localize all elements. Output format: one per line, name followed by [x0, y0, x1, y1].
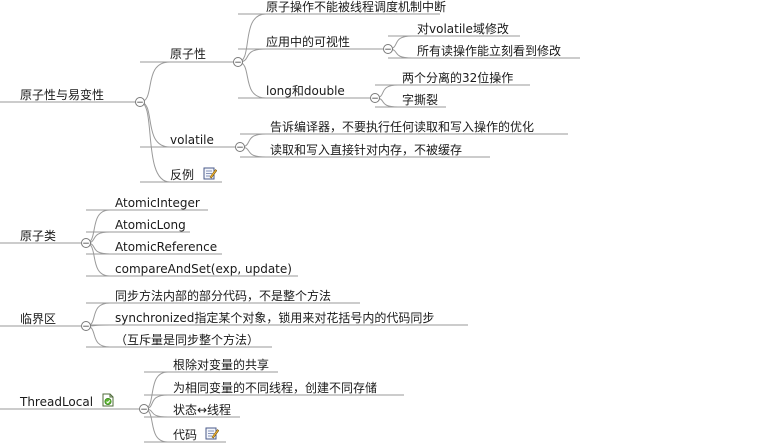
collapse-toggle[interactable]: −	[370, 93, 380, 105]
node-reads-see-modification[interactable]: 所有读操作能立刻看到修改	[417, 44, 562, 58]
node-code[interactable]: 代码	[173, 428, 198, 442]
node-atomicity[interactable]: 原子性	[170, 47, 207, 61]
collapse-toggle[interactable]: −	[139, 404, 149, 416]
connector-curve	[143, 371, 169, 410]
collapse-toggle[interactable]: −	[81, 238, 91, 250]
collapse-toggle[interactable]: −	[235, 142, 245, 154]
node-atomic-classes[interactable]: 原子类	[20, 229, 57, 243]
connector-curve	[139, 61, 171, 103]
svg-text:−: −	[371, 94, 379, 104]
svg-text:−: −	[82, 322, 90, 332]
node-compare-and-set[interactable]: compareAndSet(exp, update)	[115, 262, 292, 276]
collapse-toggle[interactable]: −	[233, 57, 243, 69]
node-atomic-integer[interactable]: AtomicInteger	[115, 196, 200, 210]
node-atomic-reference[interactable]: AtomicReference	[115, 240, 218, 254]
node-visibility[interactable]: 应用中的可视性	[266, 35, 351, 49]
node-long-double[interactable]: long和double	[266, 84, 345, 98]
node-separate-storage[interactable]: 为相同变量的不同线程，创建不同存储	[173, 381, 378, 395]
node-two-32bit-ops[interactable]: 两个分离的32位操作	[402, 71, 514, 85]
collapse-toggle[interactable]: −	[81, 321, 91, 333]
note-pencil-icon[interactable]	[205, 426, 219, 440]
node-word-tearing[interactable]: 字撕裂	[402, 93, 439, 107]
node-atomicity-volatility[interactable]: 原子性与易变性	[20, 88, 105, 102]
node-atomic-long[interactable]: AtomicLong	[115, 218, 186, 232]
node-mutex-whole-method[interactable]: （互斥量是同步整个方法）	[115, 333, 260, 347]
svg-text:−: −	[234, 58, 242, 68]
attachment-icon[interactable]	[101, 393, 115, 407]
connector-curve	[139, 101, 171, 183]
node-volatile-memory[interactable]: 读取和写入直接针对内存，不被缓存	[270, 143, 463, 157]
note-pencil-icon[interactable]	[203, 166, 217, 180]
svg-text:−: −	[140, 405, 148, 415]
svg-text:−: −	[82, 239, 90, 249]
node-partial-code[interactable]: 同步方法内部的部分代码，不是整个方法	[115, 289, 332, 303]
node-volatile[interactable]: volatile	[170, 133, 214, 147]
node-counter-example[interactable]: 反例	[170, 168, 195, 182]
connector-curve	[139, 101, 171, 148]
svg-text:−: −	[384, 45, 392, 55]
node-atomic-operation[interactable]: 原子操作不能被线程调度机制中断	[266, 0, 447, 14]
node-volatile-compiler[interactable]: 告诉编译器，不要执行任何读取和写入操作的优化	[270, 120, 535, 134]
svg-text:−: −	[136, 98, 144, 108]
node-state-thread[interactable]: 状态↔线程	[173, 403, 232, 417]
connector-curve	[237, 13, 267, 63]
connector-curve	[237, 61, 267, 99]
svg-text:−: −	[236, 143, 244, 153]
node-volatile-field-modify[interactable]: 对volatile域修改	[417, 22, 509, 36]
node-eliminate-sharing[interactable]: 根除对变量的共享	[173, 358, 270, 372]
node-synchronized-object[interactable]: synchronized指定某个对象，锁用来对花括号内的代码同步	[115, 311, 435, 325]
collapse-toggle[interactable]: −	[383, 44, 393, 56]
node-critical-section[interactable]: 临界区	[20, 312, 57, 326]
collapse-toggle[interactable]: −	[135, 97, 145, 109]
node-threadlocal[interactable]: ThreadLocal	[20, 395, 94, 409]
